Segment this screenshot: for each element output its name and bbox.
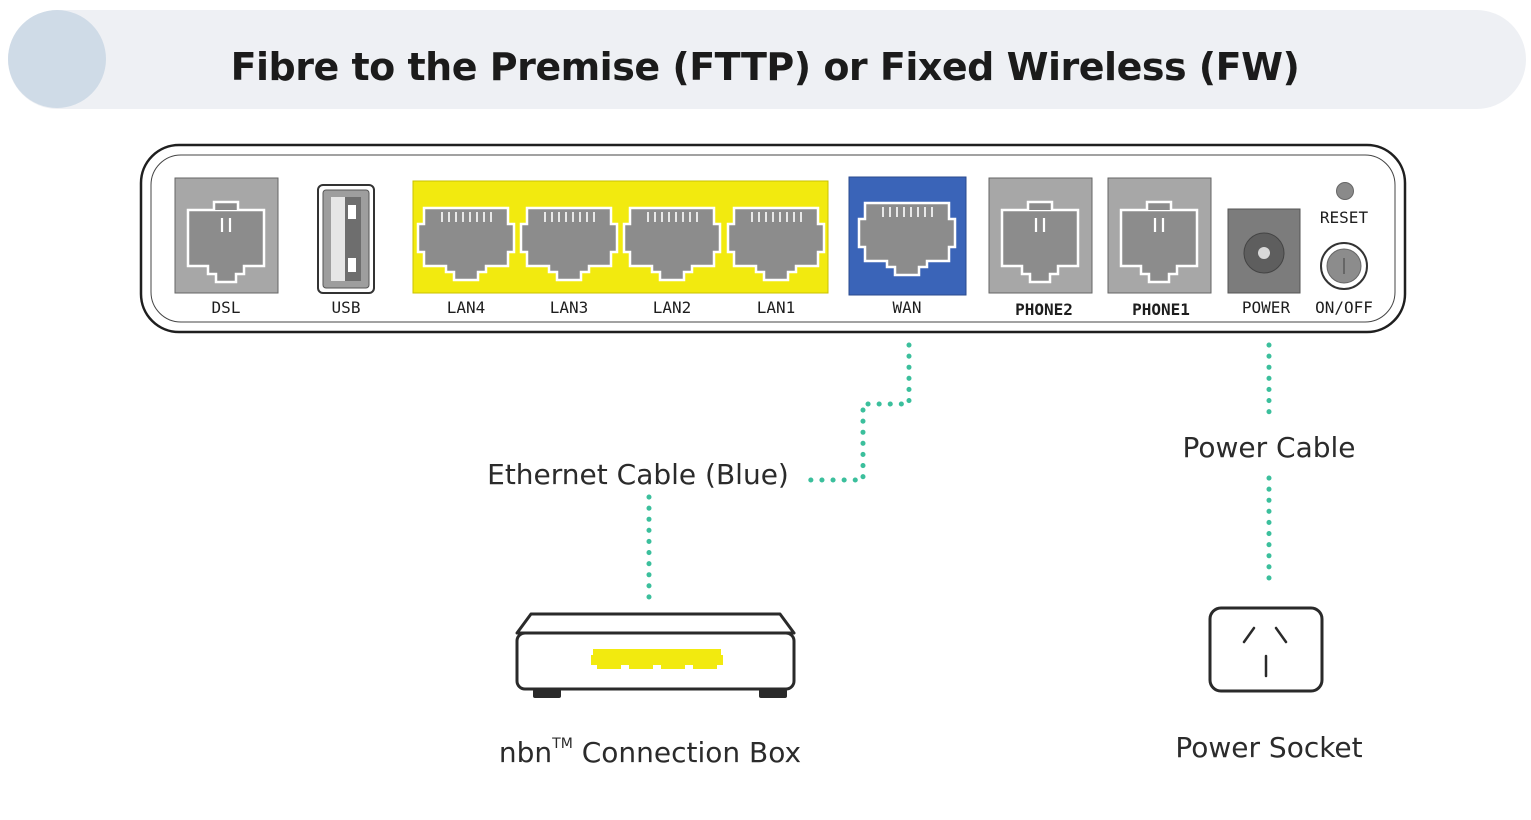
page-title: Fibre to the Premise (FTTP) or Fixed Wir… xyxy=(231,45,1300,89)
wan-port-label: WAN xyxy=(893,298,922,317)
nbn-connection-box xyxy=(515,612,796,698)
nbn-box-label-prefix: nbn xyxy=(499,736,552,769)
lan4-port: LAN4 xyxy=(416,206,516,317)
lan3-port: LAN3 xyxy=(519,206,619,317)
lan3-port-label: LAN3 xyxy=(550,298,589,317)
power-port-label: POWER xyxy=(1242,298,1291,317)
usb-port: USB xyxy=(317,184,375,317)
phone1-port-label: PHONE1 xyxy=(1132,300,1190,319)
reset-label: RESET xyxy=(1320,208,1369,227)
reset-pinhole-icon xyxy=(1336,182,1354,200)
nbn-box-label-tm: TM xyxy=(551,736,573,752)
power-socket xyxy=(1208,606,1324,693)
nbn-box-label: nbnTM Connection Box xyxy=(499,736,801,769)
onoff-label: ON/OFF xyxy=(1315,298,1373,317)
phone1-port: PHONE1 xyxy=(1107,177,1212,319)
nbn-box-label-suffix: Connection Box xyxy=(573,736,801,769)
power-switch: ON/OFF xyxy=(1315,242,1373,317)
phone2-port-label: PHONE2 xyxy=(1015,300,1073,319)
lan-ports-group: LAN4 LAN3 LAN2 LAN1 xyxy=(412,180,829,317)
router-back-panel: DSL USB LAN4 LAN3 LAN2 xyxy=(139,143,1407,334)
usb-port-label: USB xyxy=(332,298,361,317)
power-cable-label: Power Cable xyxy=(1182,431,1355,464)
lan2-port-label: LAN2 xyxy=(653,298,692,317)
phone2-port: PHONE2 xyxy=(988,177,1093,319)
power-socket-label: Power Socket xyxy=(1175,731,1362,764)
ethernet-cable-label: Ethernet Cable (Blue) xyxy=(487,458,789,491)
header-banner: Fibre to the Premise (FTTP) or Fixed Wir… xyxy=(8,10,1526,109)
reset-control: RESET xyxy=(1320,182,1369,227)
power-port: POWER xyxy=(1227,208,1301,317)
lan2-port: LAN2 xyxy=(622,206,722,317)
lan1-port: LAN1 xyxy=(726,206,826,317)
lan4-port-label: LAN4 xyxy=(447,298,486,317)
power-socket-icon xyxy=(1208,606,1324,693)
wan-port: WAN xyxy=(848,176,967,317)
lan1-port-label: LAN1 xyxy=(757,298,796,317)
dsl-port: DSL xyxy=(174,177,279,317)
router-inner-shell xyxy=(150,154,1396,323)
header-circle-decoration xyxy=(8,10,106,108)
dsl-port-label: DSL xyxy=(212,298,241,317)
ethernet-cable-path xyxy=(646,342,912,608)
header-band xyxy=(8,10,1526,109)
